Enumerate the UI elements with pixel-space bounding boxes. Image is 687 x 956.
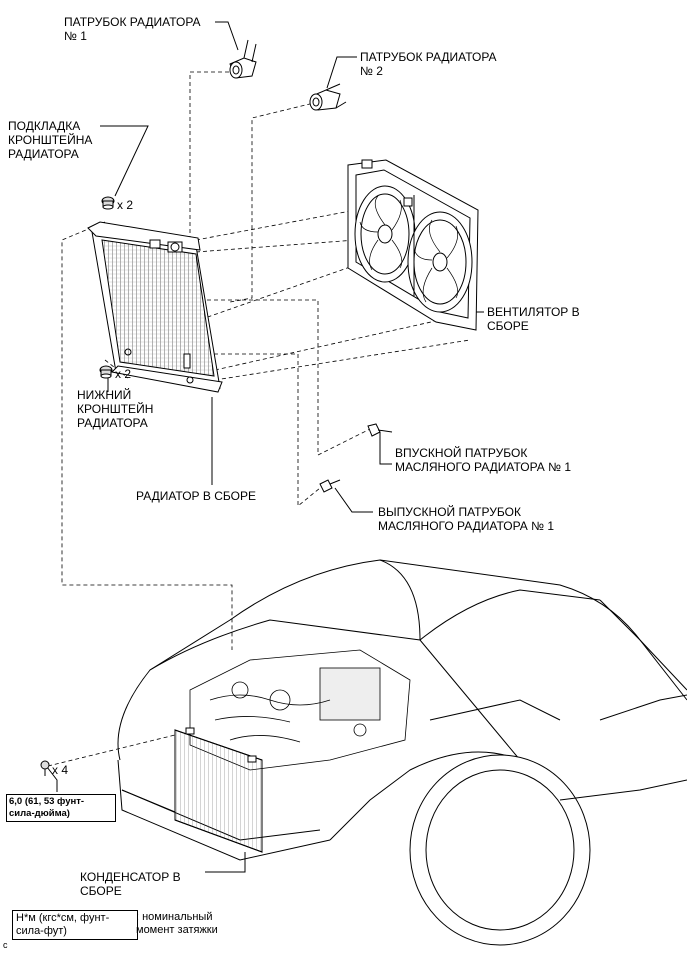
label-oil-cooler-inlet: ВПУСКНОЙ ПАТРУБОК МАСЛЯНОГО РАДИАТОРА № … <box>395 446 571 474</box>
cushion-qty: x 2 <box>117 198 134 212</box>
condenser-part <box>121 727 263 853</box>
lower-bracket-qty: x 2 <box>115 367 132 381</box>
corner-mark: c <box>3 940 8 950</box>
label-oil-cooler-inlet-line1: ВПУСКНОЙ ПАТРУБОК <box>395 446 528 460</box>
label-bracket-cushion: ПОДКЛАДКА КРОНШТЕЙНА РАДИАТОРА <box>8 119 92 161</box>
legend-unit-box: Н*м (кгс*см, фунт- сила-фут) <box>12 910 138 940</box>
label-radiator-hose-2: ПАТРУБОК РАДИАТОРА № 2 <box>360 50 497 78</box>
label-bracket-cushion-line3: РАДИАТОРА <box>8 147 79 161</box>
label-radiator-hose-2-line1: ПАТРУБОК РАДИАТОРА <box>360 50 497 64</box>
label-lower-bracket-line3: РАДИАТОРА <box>77 416 148 430</box>
oil-cooler-outlet-hose-part <box>319 479 341 493</box>
label-oil-cooler-outlet-line1: ВЫПУСКНОЙ ПАТРУБОК <box>378 505 521 519</box>
label-radiator-hose-1-line1: ПАТРУБОК РАДИАТОРА <box>64 15 201 29</box>
label-lower-bracket-line1: НИЖНИЙ <box>77 388 132 402</box>
label-fan-assembly: ВЕНТИЛЯТОР В СБОРЕ <box>487 305 580 333</box>
fan-assembly-part <box>347 159 479 331</box>
label-radiator-assembly: РАДИАТОР В СБОРЕ <box>136 489 256 503</box>
label-fan-assembly-line2: СБОРЕ <box>487 319 529 333</box>
label-fan-assembly-line1: ВЕНТИЛЯТОР В <box>487 305 580 319</box>
label-bracket-cushion-line1: ПОДКЛАДКА <box>8 119 81 133</box>
label-lower-bracket: НИЖНИЙ КРОНШТЕЙН РАДИАТОРА <box>77 388 153 430</box>
torque-spec-line1: 6,0 (61, 53 фунт- <box>9 796 85 807</box>
label-oil-cooler-outlet-line2: МАСЛЯНОГО РАДИАТОРА № 1 <box>378 519 555 533</box>
bolt-part <box>40 760 50 776</box>
radiator-assembly-part <box>87 221 223 393</box>
label-oil-cooler-inlet-line2: МАСЛЯНОГО РАДИАТОРА № 1 <box>395 460 572 474</box>
bolt-qty: x 4 <box>52 763 69 777</box>
torque-spec-line2: сила-дюйма) <box>9 808 70 819</box>
radiator-hose-1-part <box>229 39 257 79</box>
guide-lines <box>47 71 471 767</box>
lower-bracket-part <box>99 365 113 379</box>
label-radiator-hose-1: ПАТРУБОК РАДИАТОРА № 1 <box>64 15 201 43</box>
legend-meaning-line1: : номинальный <box>136 911 213 923</box>
legend-unit-line2: сила-фут) <box>16 925 67 937</box>
label-radiator-hose-2-line2: № 2 <box>360 64 383 78</box>
label-bracket-cushion-line2: КРОНШТЕЙНА <box>8 133 93 147</box>
torque-spec-box: 6,0 (61, 53 фунт- сила-дюйма) <box>6 794 116 822</box>
legend-meaning: : номинальный момент затяжки <box>136 911 218 937</box>
label-condenser-line2: СБОРЕ <box>80 884 122 898</box>
legend-meaning-line2: момент затяжки <box>136 924 218 936</box>
label-lower-bracket-line2: КРОНШТЕЙН <box>77 402 154 416</box>
radiator-hose-2-part <box>309 83 347 111</box>
oil-cooler-inlet-hose-part <box>367 423 393 437</box>
label-condenser-line1: КОНДЕНСАТОР В <box>80 870 181 884</box>
legend-unit-line1: Н*м (кгс*см, фунт- <box>16 912 110 924</box>
vehicle-body <box>117 559 687 946</box>
label-oil-cooler-outlet: ВЫПУСКНОЙ ПАТРУБОК МАСЛЯНОГО РАДИАТОРА №… <box>378 505 554 533</box>
label-radiator-hose-1-line2: № 1 <box>64 29 87 43</box>
bracket-cushion-part <box>101 196 115 210</box>
label-condenser: КОНДЕНСАТОР В СБОРЕ <box>80 870 181 898</box>
